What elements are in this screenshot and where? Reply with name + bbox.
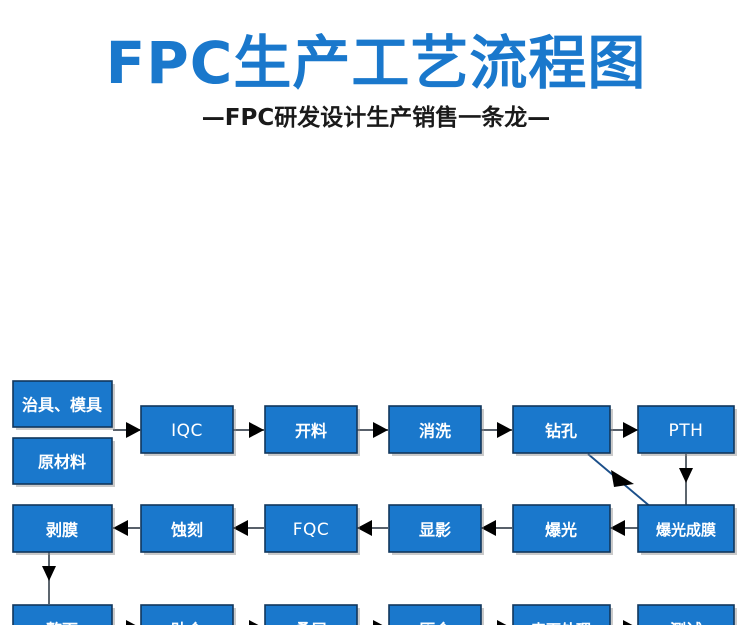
arrowhead-materials-to-iqc (126, 422, 141, 438)
node-box[interactable] (12, 437, 113, 485)
node-label: 测试 (670, 621, 702, 625)
node-box[interactable] (637, 604, 735, 625)
node-box[interactable] (512, 405, 611, 454)
node-label: 剥膜 (46, 521, 78, 540)
node-kailiao[interactable]: 开料 (264, 405, 360, 456)
node-bomo[interactable]: 剥膜 (12, 504, 115, 555)
node-box[interactable] (388, 405, 482, 454)
page-subtitle: —FPC研发设计生产销售一条龙— (201, 105, 551, 131)
node-label: PTH (669, 421, 704, 441)
arrowhead-yahe-to-biaomian (497, 620, 507, 625)
arrowhead-zhengmian-to-tiehe (126, 620, 136, 625)
node-baoguang-chengmo[interactable]: 爆光成膜 (637, 504, 737, 555)
node-label: 显影 (419, 521, 451, 540)
arrowhead-diexie-to-yahe (373, 620, 383, 625)
node-box[interactable] (12, 604, 113, 625)
node-box[interactable] (12, 380, 113, 428)
node-fqc-1[interactable]: FQC (264, 504, 360, 555)
node-zhengmian[interactable]: 整面 (12, 604, 115, 625)
node-box[interactable] (264, 604, 358, 625)
connectors-row-1 (113, 422, 638, 438)
arrowhead-kailiao-to-xiaoxi (373, 422, 388, 438)
node-yahe[interactable]: 压合 (388, 604, 484, 625)
arrowhead-zuankong-diagonal (611, 470, 634, 487)
connectors-row-3 (126, 620, 633, 625)
page-header: FPC生产工艺流程图 —FPC研发设计生产销售一条龙— (0, 0, 752, 132)
node-shike[interactable]: 蚀刻 (140, 504, 236, 555)
node-pth[interactable]: PTH (637, 405, 737, 456)
connectors-row-2 (113, 520, 638, 536)
node-zhiju-muju[interactable]: 治具、模具 (12, 380, 115, 430)
node-label: 钻孔 (545, 422, 577, 441)
node-box[interactable] (388, 504, 482, 553)
node-box[interactable] (264, 504, 358, 553)
node-box[interactable] (12, 504, 113, 553)
page-title: FPC生产工艺流程图 (105, 29, 647, 97)
arrowhead-pth-down (679, 468, 693, 483)
node-label: 爆光 (545, 521, 577, 540)
arrowhead-xiaoxi-to-zuankong (497, 422, 512, 438)
node-box[interactable] (637, 504, 735, 553)
process-flow-diagram: 治具、模具 原材料 IQC 开料 消洗 钻孔 (12, 380, 737, 625)
arrowhead-bomo-down (42, 566, 56, 581)
node-label: 整面 (45, 621, 78, 625)
node-ceshi[interactable]: 测试 (637, 604, 737, 625)
node-label: 治具、模具 (22, 396, 102, 415)
arrowhead-to-xianying (481, 520, 496, 536)
arrowhead-to-fqc-1 (357, 520, 372, 536)
node-zuankong[interactable]: 钻孔 (512, 405, 613, 456)
arrowhead-to-shike (233, 520, 248, 536)
arrowhead-to-bomo (113, 520, 128, 536)
arrowhead-to-baoguang (610, 520, 625, 536)
node-box[interactable] (512, 504, 611, 553)
node-box[interactable] (637, 405, 735, 454)
node-box[interactable] (264, 405, 358, 454)
node-label: 原材料 (38, 453, 86, 472)
node-label: IQC (171, 421, 203, 441)
arrowhead-zuankong-to-pth (623, 422, 638, 438)
node-box[interactable] (388, 604, 482, 625)
node-diexie[interactable]: 叠屑 (264, 604, 360, 625)
node-box[interactable] (140, 504, 234, 553)
node-label: 表面处理 (531, 621, 591, 625)
node-tiehe[interactable]: 贴合 (140, 604, 236, 625)
node-label: 爆光成膜 (656, 521, 716, 539)
node-label: 叠屑 (295, 621, 327, 625)
node-xiaoxi[interactable]: 消洗 (388, 405, 484, 456)
arrowhead-iqc-to-kailiao (249, 422, 264, 438)
node-box[interactable] (512, 604, 611, 625)
node-box[interactable] (140, 604, 234, 625)
node-baoguang[interactable]: 爆光 (512, 504, 613, 555)
node-label: 贴合 (171, 621, 204, 625)
node-label: 蚀刻 (170, 521, 203, 540)
node-yuancailiao[interactable]: 原材料 (12, 437, 115, 487)
node-iqc[interactable]: IQC (140, 405, 236, 456)
arrowhead-biaomian-to-ceshi (623, 620, 633, 625)
node-label: 消洗 (419, 422, 451, 441)
node-xianying[interactable]: 显影 (388, 504, 484, 555)
connectors-row2-to-row3 (42, 552, 56, 604)
arrowhead-tiehe-to-diexie (249, 620, 259, 625)
node-label: 压合 (419, 621, 452, 625)
connectors-row1-to-row2 (587, 453, 693, 509)
node-label: 开料 (295, 422, 327, 441)
node-box[interactable] (140, 405, 234, 454)
node-biaomian-chuli[interactable]: 表面处理 (512, 604, 613, 625)
node-label: FQC (293, 520, 330, 540)
